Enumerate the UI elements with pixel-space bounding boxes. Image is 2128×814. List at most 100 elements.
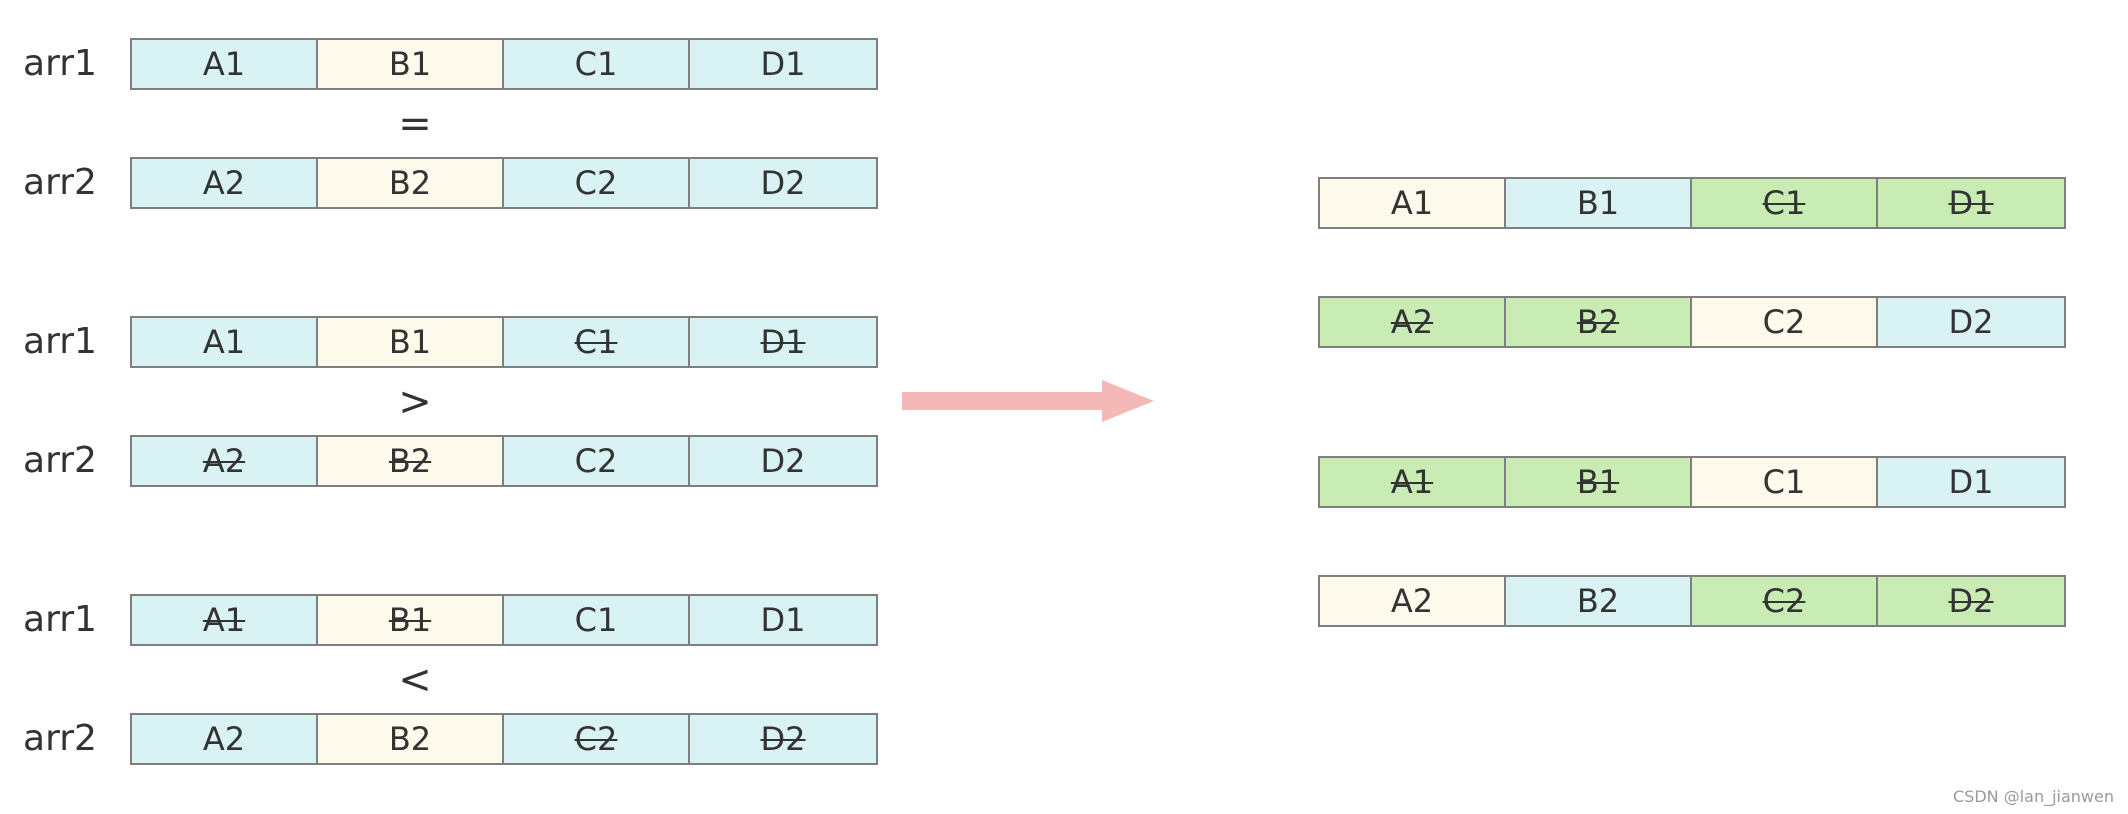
array-cell-b2: B2 — [318, 159, 504, 207]
array-cell-a1: A1 — [132, 318, 318, 366]
cell-label: B1 — [1576, 463, 1620, 501]
row-label-arr2: arr2 — [23, 162, 97, 203]
cell-label: A1 — [1390, 463, 1434, 501]
cell-label: A1 — [202, 45, 246, 83]
cell-label: C1 — [574, 45, 618, 83]
array-cell-d1: D1 — [1878, 458, 2064, 506]
comparison-operator: > — [398, 379, 432, 425]
row-label-arr2: arr2 — [23, 440, 97, 481]
array-cell-a2: A2 — [132, 159, 318, 207]
cell-label: C1 — [574, 323, 618, 361]
array-row-arr2: A2 B2 C2 D2 — [130, 157, 878, 209]
array-cell-c2: C2 — [504, 159, 690, 207]
array-cell-a2: A2 — [1320, 577, 1506, 625]
array-cell-b1: B1 — [1506, 179, 1692, 227]
cell-label: D1 — [760, 323, 806, 361]
cell-label: B1 — [1576, 184, 1620, 222]
cell-label: B2 — [388, 164, 432, 202]
cell-label: D2 — [760, 442, 806, 480]
array-cell-a1-struck: A1 — [1320, 458, 1506, 506]
cell-label: A2 — [1390, 582, 1434, 620]
array-cell-c1: C1 — [1692, 458, 1878, 506]
result-array-row: A1 B1 C1 D1 — [1318, 177, 2066, 229]
array-cell-b1: B1 — [318, 318, 504, 366]
cell-label: B1 — [388, 45, 432, 83]
cell-label: C2 — [574, 720, 618, 758]
array-cell-c2: C2 — [1692, 298, 1878, 346]
cell-label: C2 — [1762, 303, 1806, 341]
cell-label: B1 — [388, 323, 432, 361]
cell-label: D2 — [760, 720, 806, 758]
array-cell-d1-struck: D1 — [1878, 179, 2064, 227]
array-cell-b2-struck: B2 — [1506, 298, 1692, 346]
array-cell-b1-struck: B1 — [1506, 458, 1692, 506]
cell-label: D1 — [1948, 463, 1994, 501]
cell-label: B2 — [388, 720, 432, 758]
array-cell-d1-struck: D1 — [690, 318, 876, 366]
array-cell-c1: C1 — [504, 596, 690, 644]
cell-label: A2 — [202, 442, 246, 480]
array-row-arr1: A1 B1 C1 D1 — [130, 38, 878, 90]
cell-label: A1 — [202, 323, 246, 361]
row-label-arr1: arr1 — [23, 321, 97, 362]
cell-label: D2 — [760, 164, 806, 202]
array-cell-d2: D2 — [690, 437, 876, 485]
cell-label: D1 — [760, 45, 806, 83]
cell-label: C2 — [574, 164, 618, 202]
cell-label: B2 — [1576, 303, 1620, 341]
cell-label: C2 — [1762, 582, 1806, 620]
cell-label: A2 — [202, 164, 246, 202]
array-cell-b1-struck: B1 — [318, 596, 504, 644]
array-cell-b2: B2 — [1506, 577, 1692, 625]
array-cell-d1: D1 — [690, 40, 876, 88]
result-array-row: A2 B2 C2 D2 — [1318, 575, 2066, 627]
array-cell-d1: D1 — [690, 596, 876, 644]
array-cell-d2: D2 — [1878, 298, 2064, 346]
comparison-operator: < — [398, 657, 432, 703]
cell-label: B2 — [1576, 582, 1620, 620]
comparison-operator: = — [398, 101, 432, 147]
cell-label: B2 — [388, 442, 432, 480]
row-label-arr1: arr1 — [23, 599, 97, 640]
result-array-row: A1 B1 C1 D1 — [1318, 456, 2066, 508]
array-cell-a2-struck: A2 — [1320, 298, 1506, 346]
array-row-arr2: A2 B2 C2 D2 — [130, 713, 878, 765]
cell-label: C1 — [574, 601, 618, 639]
array-cell-b2: B2 — [318, 715, 504, 763]
right-arrow-icon — [902, 380, 1154, 422]
array-cell-a2-struck: A2 — [132, 437, 318, 485]
array-cell-c2-struck: C2 — [1692, 577, 1878, 625]
cell-label: D1 — [1948, 184, 1994, 222]
array-cell-d2-struck: D2 — [690, 715, 876, 763]
array-cell-c1-struck: C1 — [504, 318, 690, 366]
cell-label: A2 — [1390, 303, 1434, 341]
array-cell-c2-struck: C2 — [504, 715, 690, 763]
array-cell-a1: A1 — [132, 40, 318, 88]
cell-label: C2 — [574, 442, 618, 480]
row-label-arr1: arr1 — [23, 43, 97, 84]
cell-label: D2 — [1948, 303, 1994, 341]
cell-label: C1 — [1762, 184, 1806, 222]
cell-label: C1 — [1762, 463, 1806, 501]
array-row-arr1: A1 B1 C1 D1 — [130, 316, 878, 368]
array-cell-b2-struck: B2 — [318, 437, 504, 485]
array-cell-c2: C2 — [504, 437, 690, 485]
result-array-row: A2 B2 C2 D2 — [1318, 296, 2066, 348]
cell-label: D1 — [760, 601, 806, 639]
array-cell-c1-struck: C1 — [1692, 179, 1878, 227]
array-cell-b1: B1 — [318, 40, 504, 88]
array-cell-c1: C1 — [504, 40, 690, 88]
watermark: CSDN @lan_jianwen — [1953, 787, 2114, 806]
array-cell-a1-struck: A1 — [132, 596, 318, 644]
cell-label: D2 — [1948, 582, 1994, 620]
cell-label: A2 — [202, 720, 246, 758]
array-cell-a2: A2 — [132, 715, 318, 763]
cell-label: A1 — [1390, 184, 1434, 222]
cell-label: A1 — [202, 601, 246, 639]
array-cell-a1: A1 — [1320, 179, 1506, 227]
cell-label: B1 — [388, 601, 432, 639]
array-row-arr1: A1 B1 C1 D1 — [130, 594, 878, 646]
array-cell-d2-struck: D2 — [1878, 577, 2064, 625]
row-label-arr2: arr2 — [23, 718, 97, 759]
